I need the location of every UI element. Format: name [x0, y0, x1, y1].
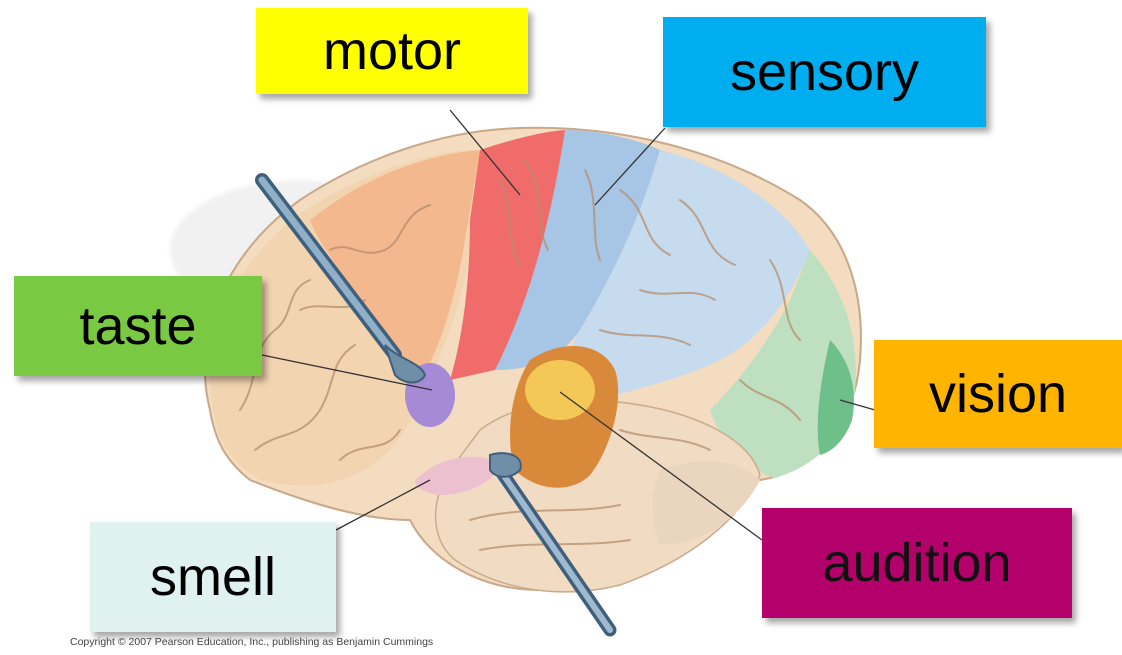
label-motor: motor [256, 8, 528, 94]
cerebellum-shading [653, 461, 761, 545]
label-smell: smell [90, 522, 336, 632]
label-taste: taste [14, 276, 262, 376]
label-audition: audition [762, 508, 1072, 618]
label-sensory: sensory [663, 17, 986, 127]
auditory-highlight [525, 360, 595, 420]
copyright-text: Copyright © 2007 Pearson Education, Inc.… [70, 636, 433, 648]
label-vision: vision [874, 340, 1122, 448]
